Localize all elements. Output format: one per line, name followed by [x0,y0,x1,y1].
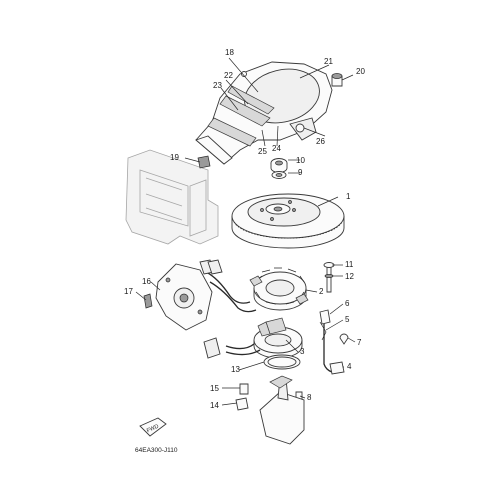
clip-5 [319,321,327,341]
callout-23: 23 [213,81,222,90]
bolt-19 [197,155,211,169]
washer [271,171,287,179]
callout-8: 8 [307,393,312,402]
callout-17: 17 [124,287,133,296]
callout-21: 21 [324,57,333,66]
base-plate [259,375,305,445]
fwd-arrow-icon: FWD [139,417,167,437]
callout-14: 14 [210,401,219,410]
screw-15 [239,383,249,395]
callout-4: 4 [347,362,352,371]
callout-25: 25 [258,147,267,156]
callout-22: 22 [224,71,233,80]
callout-12: 12 [345,272,354,281]
callout-11: 11 [345,260,354,269]
wire-harness [199,259,333,373]
callout-10: 10 [296,156,305,165]
callout-7: 7 [357,338,362,347]
sensor-6 [319,309,331,325]
callout-26: 26 [316,137,325,146]
o-ring-13 [263,354,301,370]
engine-block-ghost [125,149,219,245]
connector-4 [329,361,345,375]
clamp-14 [235,397,249,411]
pulser-coil [253,317,303,359]
diagram-code: 64EA300-J110 [135,447,178,454]
flywheel-cover [195,61,333,165]
callout-20: 20 [356,67,365,76]
stator-bolt [323,262,335,293]
callout-2: 2 [319,287,324,296]
callout-1: 1 [346,192,351,201]
flywheel [231,193,345,249]
callout-5: 5 [345,315,350,324]
callout-16: 16 [142,277,151,286]
callout-24: 24 [272,144,281,153]
callout-15: 15 [210,384,219,393]
flywheel-nut [270,158,288,173]
grommet-20 [331,73,343,87]
rectifier-bracket [155,263,213,331]
callout-3: 3 [300,347,305,356]
stator [249,267,309,311]
clip-7 [339,333,349,345]
callout-13: 13 [231,365,240,374]
callout-6: 6 [345,299,350,308]
callout-9: 9 [298,168,303,177]
bolt-17 [143,293,153,309]
callout-labels: 18 21 20 22 23 25 24 26 19 10 9 1 11 12 … [124,48,365,410]
leader-lines [135,57,356,406]
callout-18: 18 [225,48,234,57]
callout-19: 19 [170,153,179,162]
fwd-label: FWD [146,424,160,435]
